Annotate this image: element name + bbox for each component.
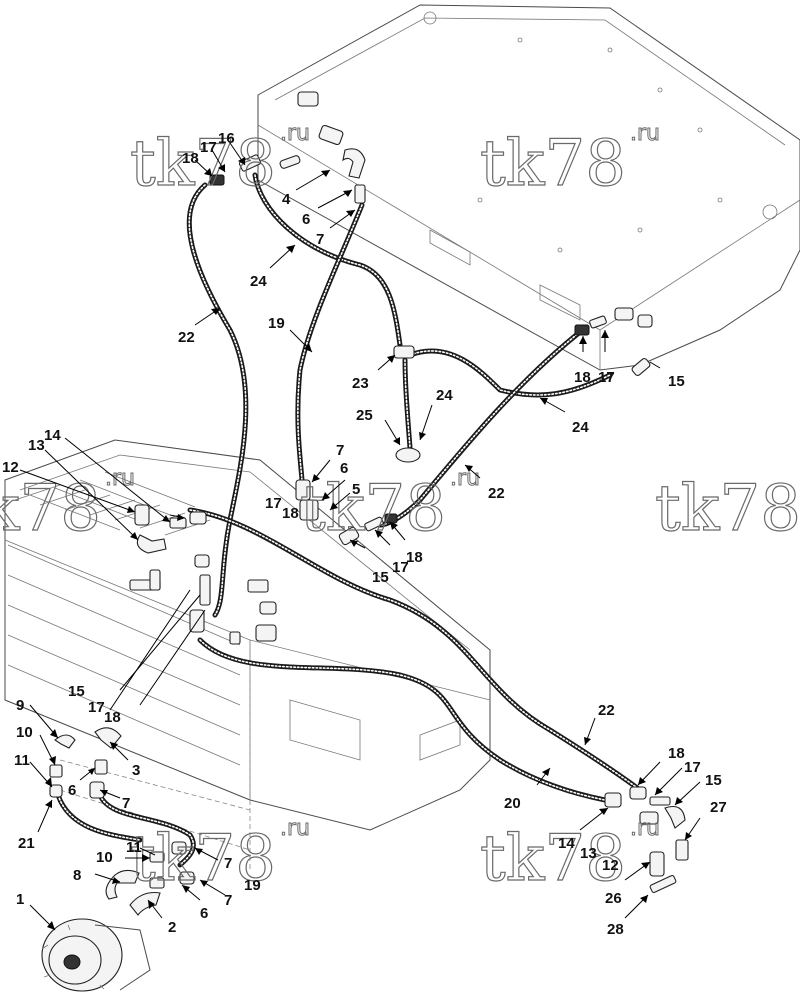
callout-17: 17 [88,699,105,716]
callout-21: 21 [18,835,35,852]
callout-7: 7 [336,442,344,459]
callout-26: 26 [605,890,622,907]
watermark-4-suffix: .ru [450,466,480,491]
callout-19: 19 [268,315,285,332]
callout-8: 8 [73,867,81,884]
callout-6: 6 [200,905,208,922]
callout-17: 17 [200,139,217,156]
callout-2: 2 [168,919,176,936]
callout-6: 6 [340,460,348,477]
callout-6: 6 [68,782,76,799]
roof-evaporator-unit [257,4,800,371]
callout-7: 7 [122,795,130,812]
callout-11: 11 [14,752,30,769]
callout-24: 24 [572,419,589,436]
callout-18: 18 [104,709,121,726]
callout-14: 14 [44,427,61,444]
callout-14: 14 [558,835,575,852]
callout-10: 10 [96,849,113,866]
callout-4: 4 [282,191,291,208]
callout-10: 10 [16,724,33,741]
callout-18: 18 [282,505,299,522]
watermark-5-main: tk78 [655,472,800,546]
callout-15: 15 [705,772,722,789]
callout-7: 7 [224,855,232,872]
watermark-7-main: tk78 [480,822,626,896]
callout-15: 15 [668,373,685,390]
callout-17: 17 [265,495,282,512]
callout-18: 18 [574,369,591,386]
callout-22: 22 [598,702,615,719]
watermark-1-main: tk78 [130,127,276,201]
callout-17: 17 [684,759,701,776]
callout-12: 12 [2,459,19,476]
callout-28: 28 [607,921,624,938]
callout-22: 22 [488,485,505,502]
callout-17: 17 [392,559,409,576]
callout-15: 15 [372,569,389,586]
callout-1: 1 [16,891,24,908]
callout-23: 23 [352,375,369,392]
watermark-4-main: tk78 [300,472,446,546]
callout-13: 13 [580,845,597,862]
callout-12: 12 [602,857,619,874]
callout-25: 25 [356,407,373,424]
callout-17: 17 [598,369,615,386]
callout-24: 24 [436,387,453,404]
watermark-3-suffix: .ru [105,466,135,491]
callout-24: 24 [250,273,267,290]
callout-7: 7 [316,231,324,248]
callout-labels: 18 17 16 4 6 7 24 22 19 18 17 15 23 24 2… [2,130,727,938]
hose-22-left [186,182,249,618]
watermark-1-suffix: .ru [280,121,310,146]
callout-22: 22 [178,329,195,346]
callout-18: 18 [406,549,423,566]
callout-18: 18 [182,150,199,167]
watermark-2-suffix: .ru [630,121,660,146]
leader-arrows [19,142,701,931]
watermarks: tk78 .ru tk78 .ru tk78 .ru tk78 .ru tk78… [0,121,800,897]
callout-6: 6 [302,211,310,228]
callout-5: 5 [352,481,360,498]
callout-27: 27 [710,799,727,816]
compressor [41,918,151,992]
watermark-7-suffix: .ru [630,816,660,841]
watermark-3-main: tk78 [0,472,101,546]
callout-3: 3 [132,762,140,779]
callout-20: 20 [504,795,521,812]
callout-16: 16 [218,130,235,147]
watermark-2-main: tk78 [480,127,626,201]
callout-11: 11 [126,839,142,856]
callout-15: 15 [68,683,85,700]
fittings [49,91,689,916]
watermark-6-suffix: .ru [280,816,310,841]
callout-13: 13 [28,437,45,454]
callout-7: 7 [224,892,232,909]
callout-18: 18 [668,745,685,762]
callout-19: 19 [244,877,261,894]
callout-9: 9 [16,697,24,714]
